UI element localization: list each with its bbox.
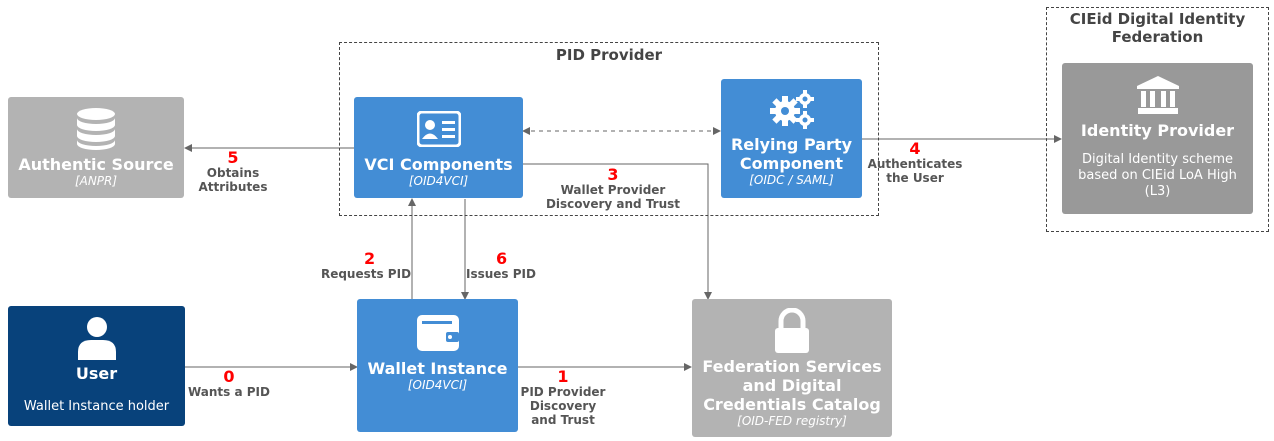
vci-components-node[interactable]: VCI Components [OID4VCI] — [354, 97, 523, 198]
wallet-instance-node[interactable]: Wallet Instance [OID4VCI] — [357, 299, 518, 432]
authentic-source-node[interactable]: Authentic Source [ANPR] — [8, 97, 184, 198]
relation-1-text: PID Provider Discovery and Trust — [520, 385, 606, 427]
relation-5-label: 5 Obtains Attributes — [190, 149, 276, 194]
pid-provider-title: PID Provider — [555, 46, 663, 64]
database-icon — [76, 107, 116, 151]
id-card-icon — [416, 107, 461, 151]
relation-3-number: 3 — [607, 165, 619, 184]
relation-5-text: Obtains Attributes — [198, 166, 268, 194]
relation-0-number: 0 — [223, 367, 235, 386]
vci-components-tech: [OID4VCI] — [408, 174, 469, 188]
lock-icon — [772, 308, 812, 353]
cieid-title: CIEid Digital Identity Federation — [1069, 10, 1246, 46]
federation-services-title: Federation Services and Digital Credenti… — [702, 357, 882, 414]
relation-4-label: 4 Authenticates the User — [862, 140, 968, 185]
relation-2-label: 2 Requests PID — [312, 250, 420, 281]
relation-6-text: Issues PID — [466, 267, 536, 281]
relying-party-tech: [OIDC / SAML] — [749, 173, 834, 187]
relation-4-text: Authenticates the User — [867, 157, 963, 185]
user-description: Wallet Instance holder — [23, 399, 170, 414]
user-node[interactable]: User Wallet Instance holder — [8, 306, 185, 426]
relation-1-label: 1 PID Provider Discovery and Trust — [516, 368, 610, 427]
wallet-instance-title: Wallet Instance — [367, 359, 508, 378]
wallet-icon — [416, 311, 460, 355]
authentic-source-title: Authentic Source — [18, 155, 174, 174]
relation-4-number: 4 — [909, 139, 921, 158]
relying-party-node[interactable]: Relying Party Component [OIDC / SAML] — [721, 79, 862, 198]
user-title: User — [75, 364, 118, 383]
relation-5-number: 5 — [227, 148, 239, 167]
relation-0-label: 0 Wants a PID — [180, 368, 278, 399]
identity-provider-node[interactable]: Identity Provider Digital Identity schem… — [1062, 63, 1253, 214]
relation-3-label: 3 Wallet Provider Discovery and Trust — [538, 166, 688, 211]
edge-vci-federation — [523, 163, 712, 300]
relation-2-number: 2 — [364, 249, 376, 268]
identity-provider-description: Digital Identity scheme based on CIEid L… — [1078, 152, 1237, 199]
relation-3-text: Wallet Provider Discovery and Trust — [545, 183, 681, 211]
gears-icon — [769, 87, 815, 131]
federation-services-tech: [OID-FED registry] — [737, 414, 847, 428]
relation-1-number: 1 — [557, 367, 569, 386]
cieid-boundary: CIEid Digital Identity Federation — [1046, 7, 1269, 232]
authentic-source-tech: [ANPR] — [74, 174, 118, 188]
bank-icon — [1136, 73, 1180, 117]
vci-components-title: VCI Components — [364, 155, 513, 174]
federation-services-node[interactable]: Federation Services and Digital Credenti… — [692, 299, 892, 437]
relation-2-text: Requests PID — [320, 267, 412, 281]
relying-party-title: Relying Party Component — [730, 135, 853, 173]
person-icon — [77, 316, 117, 360]
relation-6-number: 6 — [496, 249, 508, 268]
wallet-instance-tech: [OID4VCI] — [407, 378, 468, 392]
identity-provider-title: Identity Provider — [1080, 121, 1235, 140]
relation-6-label: 6 Issues PID — [460, 250, 542, 281]
pid-provider-boundary: PID Provider — [339, 42, 879, 216]
relation-0-text: Wants a PID — [187, 385, 270, 399]
